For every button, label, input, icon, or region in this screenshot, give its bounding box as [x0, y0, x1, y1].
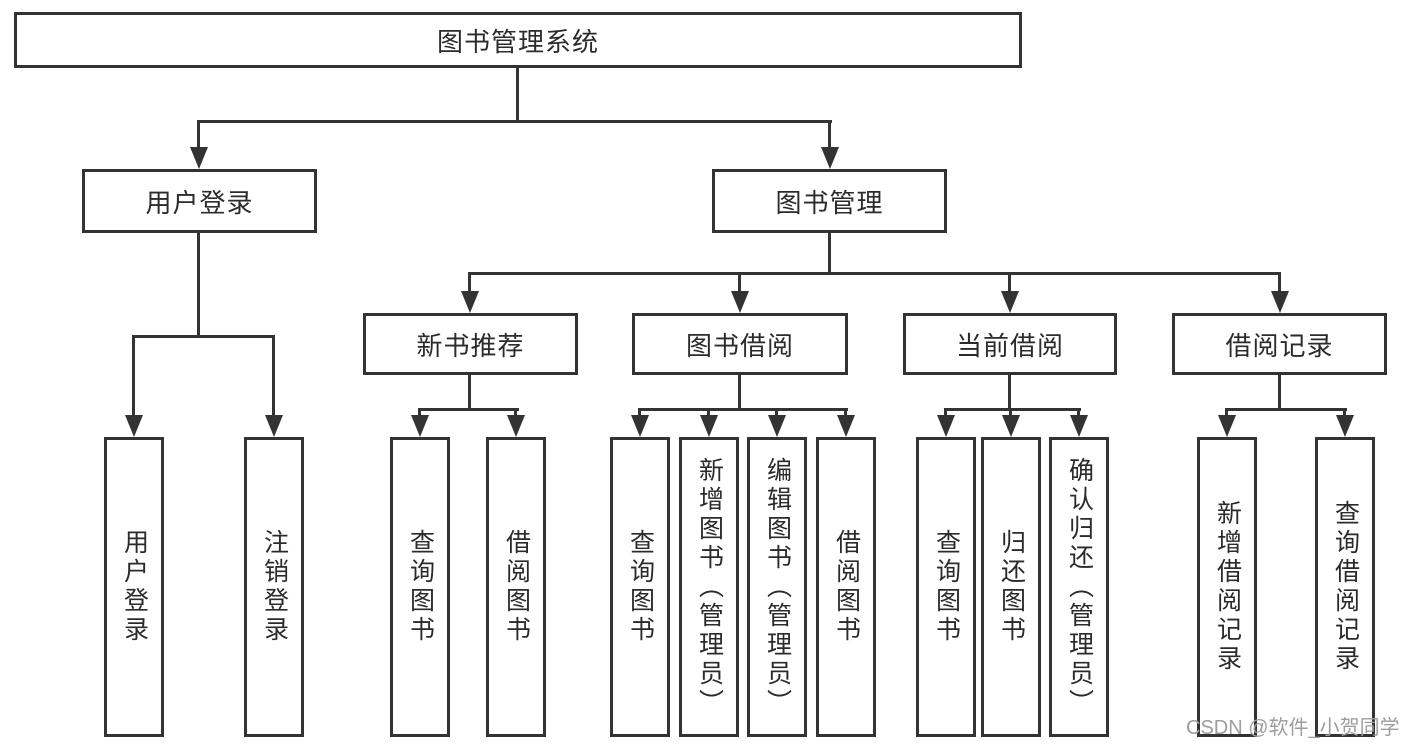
leaf-query-borrow-record-label: 查询借阅记录: [1331, 500, 1360, 674]
arrow-down-icon: [1218, 415, 1236, 437]
connector-line: [197, 120, 200, 147]
leaf-add-books-admin: 新增图书（管理员）: [679, 437, 739, 737]
connector-line: [418, 408, 519, 411]
leaf-query-books-recommendation-label: 查询图书: [406, 529, 435, 645]
arrow-down-icon: [821, 147, 839, 169]
arrow-down-icon: [1336, 415, 1354, 437]
connector-line: [638, 408, 641, 415]
arrow-down-icon: [700, 415, 718, 437]
node-book-borrowing: 图书借阅: [632, 313, 848, 375]
leaf-borrow-books-recommendation-label: 借阅图书: [502, 529, 531, 645]
connector-line: [738, 375, 741, 408]
connector-line: [1077, 408, 1080, 415]
connector-line: [418, 408, 421, 415]
arrow-down-icon: [265, 415, 283, 437]
connector-line: [1278, 375, 1281, 408]
connector-line: [516, 68, 519, 120]
leaf-query-books-current-label: 查询图书: [932, 529, 961, 645]
arrow-down-icon: [937, 415, 955, 437]
connector-line: [707, 408, 710, 415]
leaf-query-books-recommendation: 查询图书: [390, 437, 450, 737]
connector-line: [1225, 408, 1228, 415]
connector-line: [514, 408, 517, 415]
arrow-down-icon: [837, 415, 855, 437]
arrow-down-icon: [1002, 415, 1020, 437]
arrow-down-icon: [631, 415, 649, 437]
node-root: 图书管理系统: [14, 12, 1022, 68]
leaf-edit-books-admin-label: 编辑图书（管理员）: [763, 456, 792, 718]
arrow-down-icon: [411, 415, 429, 437]
leaf-query-borrow-record: 查询借阅记录: [1315, 437, 1375, 737]
connector-line: [1343, 408, 1346, 415]
node-book-management-label: 图书管理: [775, 187, 884, 218]
node-root-label: 图书管理系统: [436, 26, 599, 57]
node-user-login: 用户登录: [82, 169, 317, 233]
node-book-borrowing-label: 图书借阅: [685, 330, 794, 361]
connector-line: [944, 408, 1081, 411]
leaf-query-books-borrowing: 查询图书: [610, 437, 670, 737]
csdn-watermark: CSDN @软件_小贺同学: [1186, 717, 1400, 739]
node-borrowing-records-label: 借阅记录: [1225, 330, 1334, 361]
connector-line: [638, 408, 848, 411]
arrow-down-icon: [731, 291, 749, 313]
connector-line: [1009, 408, 1012, 415]
leaf-confirm-return-admin-label: 确认归还（管理员）: [1065, 456, 1094, 718]
node-borrowing-records: 借阅记录: [1172, 313, 1387, 375]
leaf-user-login-label: 用户登录: [120, 529, 149, 645]
connector-line: [1008, 375, 1011, 408]
node-user-login-label: 用户登录: [145, 187, 254, 218]
connector-line: [944, 408, 947, 415]
arrow-down-icon: [768, 415, 786, 437]
leaf-borrow-books-borrowing: 借阅图书: [816, 437, 876, 737]
connector-line: [272, 335, 275, 415]
node-current-borrowing-label: 当前借阅: [955, 330, 1064, 361]
leaf-borrow-books-recommendation: 借阅图书: [486, 437, 546, 737]
arrow-down-icon: [1271, 291, 1289, 313]
leaf-return-books-label: 归还图书: [997, 529, 1026, 645]
node-current-borrowing: 当前借阅: [903, 313, 1117, 375]
connector-line: [132, 335, 275, 338]
connector-line: [1278, 272, 1281, 291]
leaf-query-books-current: 查询图书: [916, 437, 976, 737]
connector-line: [468, 272, 471, 291]
leaf-confirm-return-admin: 确认归还（管理员）: [1049, 437, 1109, 737]
leaf-borrow-books-borrowing-label: 借阅图书: [832, 529, 861, 645]
connector-line: [1225, 408, 1347, 411]
connector-line: [738, 272, 741, 291]
connector-line: [132, 335, 135, 415]
connector-line: [1008, 272, 1011, 291]
node-book-management: 图书管理: [712, 169, 947, 233]
connector-line: [775, 408, 778, 415]
node-new-book-recommendation-label: 新书推荐: [416, 330, 525, 361]
leaf-logout-label: 注销登录: [260, 529, 289, 645]
arrow-down-icon: [507, 415, 525, 437]
leaf-edit-books-admin: 编辑图书（管理员）: [747, 437, 807, 737]
arrow-down-icon: [461, 291, 479, 313]
leaf-return-books: 归还图书: [981, 437, 1041, 737]
arrow-down-icon: [125, 415, 143, 437]
leaf-add-borrow-record: 新增借阅记录: [1197, 437, 1257, 737]
connector-line: [828, 120, 831, 147]
connector-line: [197, 233, 200, 335]
connector-line: [468, 375, 471, 408]
leaf-user-login: 用户登录: [104, 437, 164, 737]
leaf-query-books-borrowing-label: 查询图书: [626, 529, 655, 645]
connector-line: [198, 120, 832, 123]
leaf-add-books-admin-label: 新增图书（管理员）: [695, 456, 724, 718]
arrow-down-icon: [1001, 291, 1019, 313]
arrow-down-icon: [1070, 415, 1088, 437]
connector-line: [468, 272, 1281, 275]
connector-line: [828, 233, 831, 272]
arrow-down-icon: [190, 147, 208, 169]
node-new-book-recommendation: 新书推荐: [363, 313, 578, 375]
leaf-add-borrow-record-label: 新增借阅记录: [1213, 500, 1242, 674]
leaf-logout: 注销登录: [244, 437, 304, 737]
connector-line: [844, 408, 847, 415]
